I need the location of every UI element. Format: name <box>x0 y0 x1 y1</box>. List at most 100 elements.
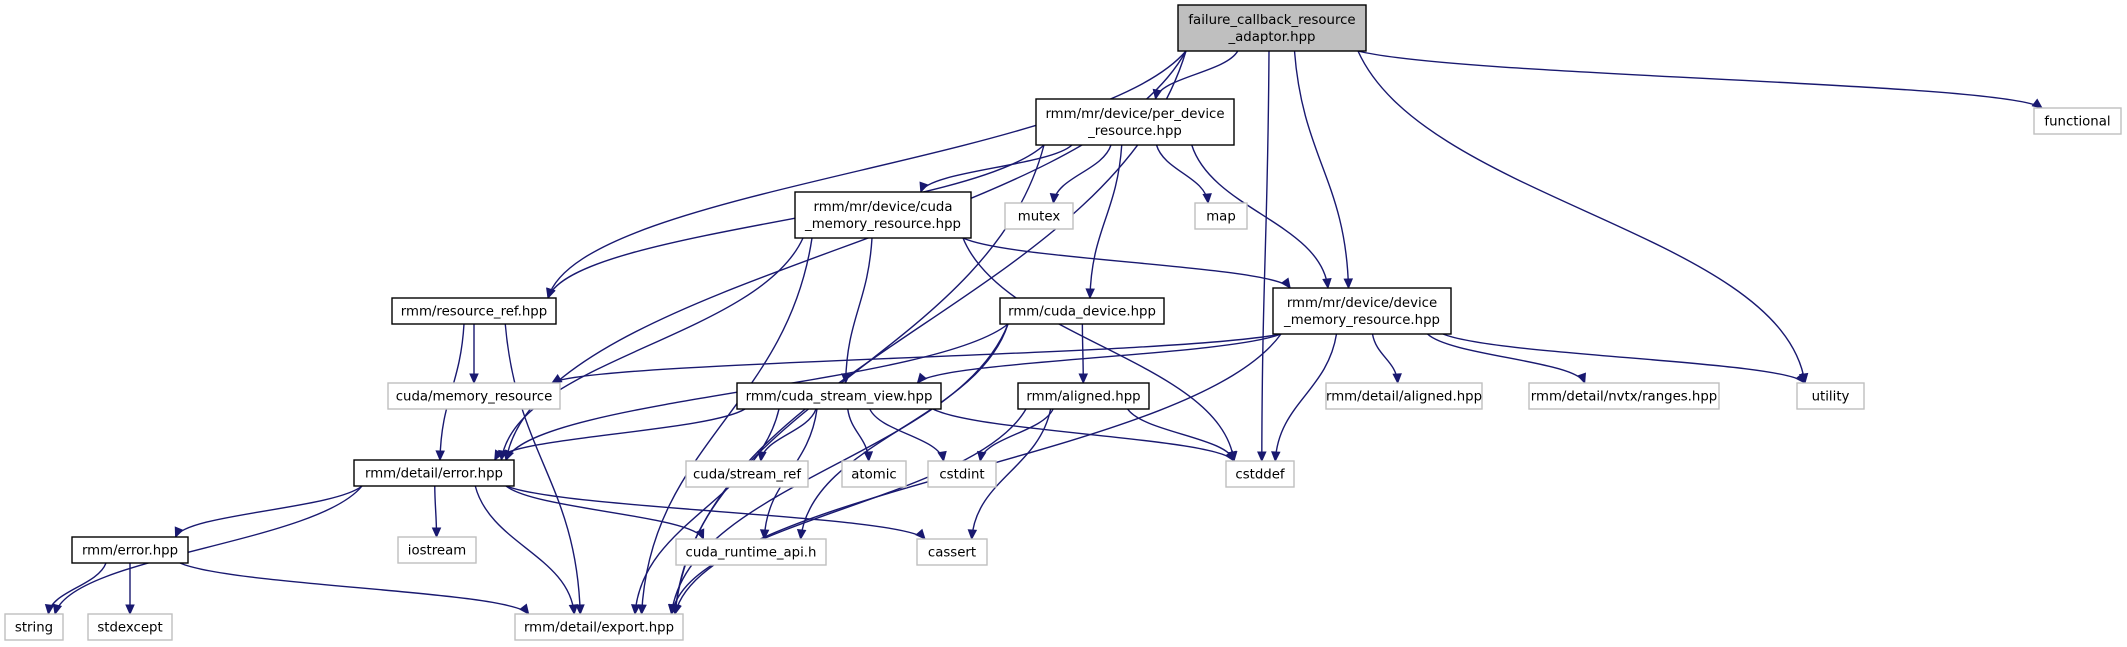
edge-dev_mr-to-det_aligned <box>1371 333 1402 385</box>
edge-per_device-to-res_ref <box>546 144 1045 300</box>
edge-layer <box>44 50 2043 616</box>
node-cstdint: cstdint <box>927 460 997 488</box>
node-atomic: atomic <box>841 460 907 488</box>
edge-root-to-res_ref <box>546 50 1187 300</box>
node-label: failure_callback_resource <box>1188 13 1355 28</box>
node-label: rmm/mr/device/per_device <box>1045 107 1224 122</box>
node-label: stdexcept <box>97 621 162 636</box>
node-stream-ref: cuda/stream_ref <box>685 460 809 488</box>
node-label: rmm/cuda_device.hpp <box>1008 305 1156 320</box>
node-per-device[interactable]: rmm/mr/device/per_device _resource.hpp <box>1035 98 1235 146</box>
node-layer: failure_callback_resource _adaptor.hpprmm… <box>4 4 2122 641</box>
node-nvtx: rmm/detail/nvtx/ranges.hpp <box>1528 382 1720 410</box>
node-dev-mr[interactable]: rmm/mr/device/device _memory_resource.hpp <box>1272 287 1452 335</box>
edge-per_device-to-cuda_dev <box>1085 144 1123 300</box>
node-label: rmm/resource_ref.hpp <box>401 305 547 320</box>
node-label: map <box>1206 210 1236 225</box>
node-label: cuda_runtime_api.h <box>686 546 817 561</box>
edge-stream_view-to-atomic <box>847 408 874 463</box>
edge-det_error-to-export <box>474 485 579 616</box>
edge-stream_view-to-cstdint <box>869 408 947 463</box>
node-label: cstdint <box>939 468 984 483</box>
node-aligned[interactable]: rmm/aligned.hpp <box>1017 382 1150 410</box>
node-label: rmm/detail/aligned.hpp <box>1326 390 1482 405</box>
node-stdexcept: stdexcept <box>87 613 173 641</box>
node-label: functional <box>2044 115 2110 130</box>
edge-cuda_mr-to-export <box>637 237 813 616</box>
node-det-aligned: rmm/detail/aligned.hpp <box>1325 382 1483 410</box>
edge-per_device-to-mutex <box>1049 144 1112 205</box>
node-label: rmm/detail/nvtx/ranges.hpp <box>1531 390 1717 405</box>
node-label: iostream <box>408 544 466 559</box>
edge-root-to-functional <box>1357 50 2043 109</box>
node-label: atomic <box>851 468 896 483</box>
node-map: map <box>1194 202 1248 230</box>
node-cuda-dev[interactable]: rmm/cuda_device.hpp <box>999 297 1165 325</box>
node-mutex: mutex <box>1004 202 1074 230</box>
node-label: cstddef <box>1235 468 1285 483</box>
node-label: rmm/aligned.hpp <box>1026 390 1140 405</box>
node-functional: functional <box>2033 107 2122 135</box>
node-utility: utility <box>1796 382 1865 410</box>
edge-dev_mr-to-stream_view <box>916 333 1282 384</box>
edge-root-to-per_device <box>1152 50 1239 101</box>
edge-per_device-to-map <box>1155 144 1212 205</box>
node-label: _memory_resource.hpp <box>1283 313 1440 328</box>
node-cstddef: cstddef <box>1225 460 1295 488</box>
edge-aligned-to-cassert <box>967 408 1052 541</box>
node-cuda-mr[interactable]: rmm/mr/device/cuda _memory_resource.hpp <box>794 191 972 239</box>
edge-dev_mr-to-cstddef <box>1271 333 1338 463</box>
edge-res_ref-to-export <box>504 323 585 616</box>
edge-aligned-to-cstddef <box>1127 408 1237 463</box>
node-label: cassert <box>928 546 976 561</box>
node-label: utility <box>1812 390 1850 405</box>
edge-root-to-cstddef <box>1257 50 1270 463</box>
node-label: rmm/cuda_stream_view.hpp <box>746 390 933 405</box>
edge-det_error-to-runtime_api <box>505 485 705 541</box>
node-export: rmm/detail/export.hpp <box>514 613 684 641</box>
node-root[interactable]: failure_callback_resource _adaptor.hpp <box>1177 4 1367 52</box>
edge-per_device-to-cuda_mr <box>919 144 1073 194</box>
edge-det_error-to-string <box>52 485 363 616</box>
edge-cuda_mr-to-det_error <box>498 237 804 462</box>
node-label: _resource.hpp <box>1087 124 1182 139</box>
edge-rmm_error-to-stdexcept <box>125 563 135 616</box>
edge-stream_view-to-det_error <box>494 408 746 462</box>
edge-root-to-dev_mr <box>1293 50 1354 290</box>
node-label: _adaptor.hpp <box>1228 30 1316 45</box>
node-runtime-api: cuda_runtime_api.h <box>675 538 827 566</box>
edge-res_ref-to-cuda_memres <box>469 324 479 385</box>
node-stream-view[interactable]: rmm/cuda_stream_view.hpp <box>736 382 942 410</box>
node-rmm-error[interactable]: rmm/error.hpp <box>71 536 189 564</box>
node-label: cuda/stream_ref <box>693 468 801 483</box>
edge-rmm_error-to-export <box>179 562 530 615</box>
node-label: mutex <box>1018 210 1061 225</box>
node-cuda-memres: cuda/memory_resource <box>387 382 561 410</box>
edge-cuda_mr-to-dev_mr <box>962 237 1291 289</box>
edge-aligned-to-export <box>668 408 1027 616</box>
node-label: rmm/mr/device/cuda <box>813 200 952 215</box>
node-label: rmm/error.hpp <box>82 544 178 559</box>
node-label: rmm/detail/error.hpp <box>365 467 503 482</box>
node-label: rmm/detail/export.hpp <box>524 621 674 636</box>
node-det-error[interactable]: rmm/detail/error.hpp <box>353 459 515 487</box>
node-label: string <box>15 621 53 636</box>
node-res-ref[interactable]: rmm/resource_ref.hpp <box>391 297 557 325</box>
edge-aligned-to-cstdint <box>976 408 1054 463</box>
edge-stream_view-to-stream_ref <box>757 408 817 463</box>
edge-rmm_error-to-string <box>44 562 107 616</box>
edge-cuda_dev-to-aligned <box>1078 323 1089 385</box>
edge-cuda_mr-to-stream_view <box>841 237 873 385</box>
edge-det_error-to-rmm_error <box>174 485 363 539</box>
edge-per_device-to-dev_mr <box>1191 144 1332 290</box>
edge-det_error-to-iostream <box>431 485 442 539</box>
node-iostream: iostream <box>397 536 477 564</box>
edge-det_error-to-cassert <box>505 485 926 540</box>
edge-stream_view-to-export <box>630 408 780 616</box>
node-label: rmm/mr/device/device <box>1287 296 1437 311</box>
node-label: cuda/memory_resource <box>396 390 553 405</box>
node-string: string <box>4 613 64 641</box>
node-cassert: cassert <box>916 538 988 566</box>
node-label: _memory_resource.hpp <box>804 217 961 232</box>
